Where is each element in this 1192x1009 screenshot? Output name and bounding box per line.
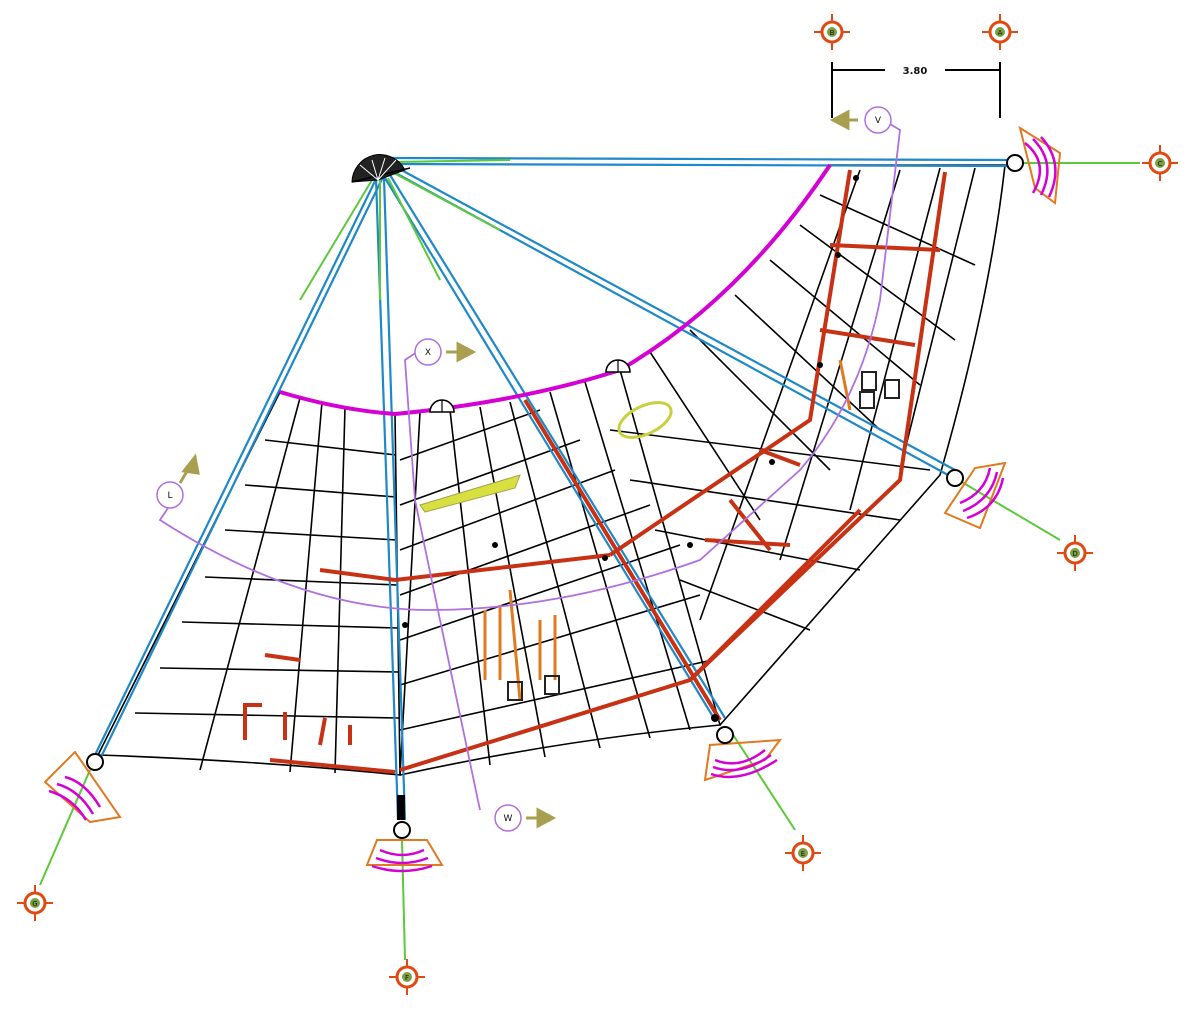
section-marker-label: X: [425, 348, 431, 358]
grid-markers: B A C D E: [17, 14, 1178, 995]
anchor-right-middle: [943, 461, 1007, 530]
section-marker-label: L: [167, 491, 172, 501]
highlight-yellow-patch: [419, 474, 521, 513]
edge-joint-center: [429, 399, 455, 413]
dimension-label: 3.80: [903, 66, 928, 77]
mast-footing: [397, 795, 405, 820]
section-marker-label: W: [504, 814, 513, 824]
point-markers: [402, 175, 859, 722]
grid-marker-label: F: [405, 974, 409, 982]
section-marker-top: V: [829, 106, 892, 134]
section-marker-center: X: [414, 338, 477, 366]
anchor-bottom-right: [703, 726, 783, 782]
grid-marker-label: B: [830, 29, 835, 37]
section-marker-left: L: [156, 453, 200, 509]
grid-marker-top-left: B: [814, 14, 850, 50]
section-line: [158, 117, 901, 811]
grid-marker-label: C: [1158, 160, 1163, 168]
grid-marker-bottom-left: G: [17, 885, 53, 921]
dimension-line: [831, 62, 1001, 118]
cable-blue-group: [94, 156, 1016, 821]
section-marker-label: V: [875, 116, 882, 126]
beam-red-group: [243, 169, 947, 774]
grid-marker-label: G: [32, 900, 37, 908]
section-marker-bottom: W: [494, 804, 557, 832]
grid-marker-top-right: A: [982, 14, 1018, 50]
highlight-yellow-oval: [617, 401, 673, 439]
anchor-bottom-center: [365, 821, 444, 873]
cable-green-group: [39, 159, 1140, 961]
grid-marker-label: A: [998, 29, 1003, 37]
grid-marker-label: E: [801, 850, 805, 858]
anchor-bottom-left: [43, 750, 122, 824]
edge-joint-right: [605, 359, 631, 373]
stair-treads: [507, 371, 900, 701]
edge-cable-magenta: [279, 163, 832, 417]
grid-marker-bottom-right: E: [785, 835, 821, 871]
grid-marker-right-upper: C: [1142, 145, 1178, 181]
mast-head: [351, 154, 411, 183]
grid-marker-bottom-center: F: [389, 959, 425, 995]
grid-marker-label: D: [1072, 550, 1077, 558]
anchor-top-right: [1006, 125, 1062, 205]
grid-marker-right-middle: D: [1057, 535, 1093, 571]
stair-detail: [483, 359, 852, 701]
